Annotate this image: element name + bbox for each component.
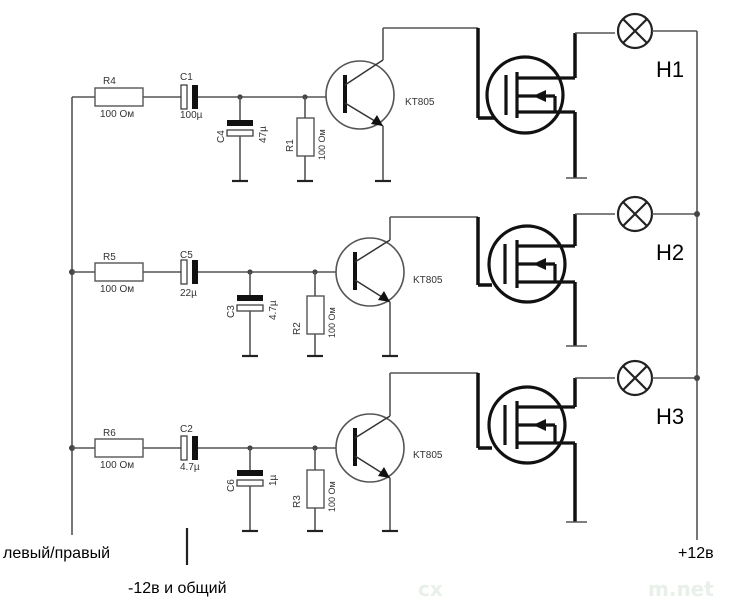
r5-value: 100 Ом [100,284,134,295]
c1-value: 100µ [180,110,203,121]
r1-value: 100 Ом [317,129,327,160]
capacitor-c6 [236,470,264,487]
q3-label: KT805 [413,450,443,461]
c6-value: 1µ [268,474,279,486]
c2-name: C2 [180,424,193,435]
mosfet-3 [487,385,575,465]
r2-name: R2 [292,322,303,335]
lamp-h1-label: H1 [656,57,684,82]
r1-name: R1 [285,139,296,152]
resistor-r1 [296,117,315,157]
mosfet-1 [485,55,575,135]
lamp-h3 [616,359,654,397]
capacitor-c4 [226,120,254,137]
watermark-right: m.net [648,577,714,601]
c1-name: C1 [180,72,193,83]
q1-label: KT805 [405,97,435,108]
capacitor-c5 [180,259,198,285]
resistor-r3 [306,469,325,509]
c2-value: 4.7µ [180,462,200,473]
r6-value: 100 Ом [100,460,134,471]
r3-value: 100 Ом [327,481,337,512]
resistor-r5 [94,262,144,282]
c4-value: 47µ [258,126,269,143]
mosfet-2 [487,224,575,304]
r6-name: R6 [103,428,116,439]
c6-name: C6 [226,479,237,492]
c5-name: C5 [180,250,193,261]
watermark-left: cx [418,577,443,601]
input-label: левый/правый [3,545,110,562]
transistor-q2 [335,237,405,307]
r5-name: R5 [103,252,116,263]
lamp-h2-label: H2 [656,240,684,265]
ground-label: -12в и общий [128,580,227,597]
supply-label: +12в [678,545,714,562]
c3-value: 4.7µ [268,300,279,320]
q2-label: KT805 [413,275,443,286]
channel-2: R5 100 Ом C5 22µ C3 4.7µ R2 100 Ом [72,195,697,358]
transistor-q1 [325,59,395,130]
resistor-r6 [94,438,144,458]
c3-name: C3 [226,305,237,318]
r2-value: 100 Ом [327,307,337,338]
r3-name: R3 [292,495,303,508]
channel-1: R4 100 Ом C1 100µ C4 47µ R1 100 Ом [72,12,697,183]
channel-3: R6 100 Ом C2 4.7µ C6 1µ R3 100 Ом [72,359,697,533]
r4-name: R4 [103,76,116,87]
resistor-r4 [94,87,144,107]
c4-name: C4 [216,130,227,143]
r4-value: 100 Ом [100,109,134,120]
capacitor-c1 [180,84,198,110]
lamp-h1 [616,12,654,50]
capacitor-c3 [236,295,264,312]
lamp-h3-label: H3 [656,404,684,429]
lamp-h2 [616,195,654,233]
resistor-r2 [306,295,325,335]
c5-value: 22µ [180,288,197,299]
capacitor-c2 [180,435,198,461]
transistor-q3 [335,413,405,483]
